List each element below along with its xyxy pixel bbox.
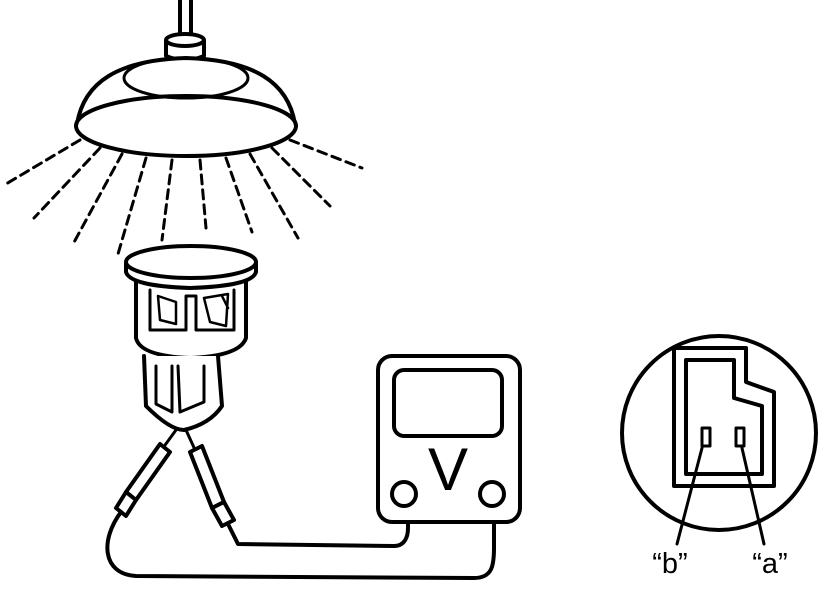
voltmeter: V <box>376 354 522 524</box>
sensor <box>124 244 258 432</box>
sensor-cap <box>124 244 258 290</box>
lamp-cord <box>178 0 193 38</box>
lamp <box>4 0 364 256</box>
terminal-b-label: “b” <box>652 548 687 580</box>
lamp-shade <box>74 56 298 158</box>
voltmeter-symbol: V <box>428 436 468 503</box>
connector-pin-a <box>734 426 746 448</box>
voltmeter-terminal-right <box>478 480 506 508</box>
lead-wire-left <box>105 510 496 580</box>
connector-pin-b <box>700 426 712 448</box>
light-rays <box>4 138 364 256</box>
pin-b-leader <box>675 446 704 546</box>
connector-housing-inner <box>684 358 764 476</box>
sensor-connector <box>142 354 224 432</box>
voltmeter-terminal-left <box>390 480 418 508</box>
terminal-a-label: “a” <box>752 548 787 580</box>
voltmeter-display <box>392 368 504 438</box>
connector-detail: “b” “a” <box>620 334 818 580</box>
pin-a-leader <box>740 446 766 546</box>
lead-wire-right <box>226 520 410 548</box>
connector-housing-outer <box>672 346 776 488</box>
probe-right <box>184 428 236 528</box>
probe-left <box>114 428 178 518</box>
test-probes <box>105 428 496 580</box>
